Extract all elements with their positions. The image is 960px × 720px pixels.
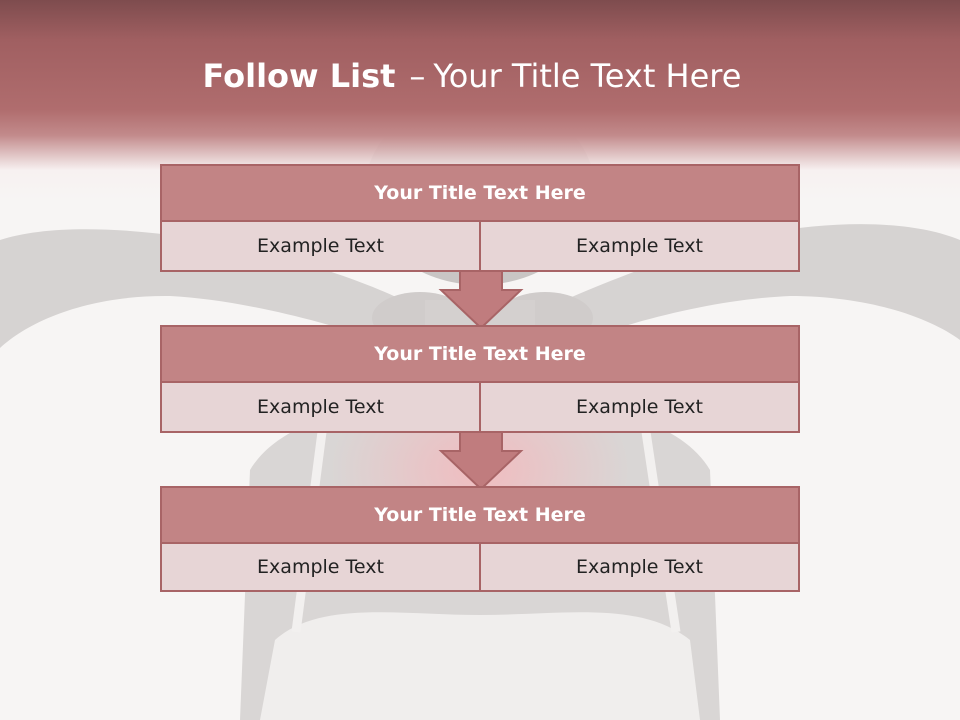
step-row-1: Example Text Example Text xyxy=(160,222,800,272)
down-arrow-icon-2 xyxy=(438,431,524,491)
step-box-2: Your Title Text Here Example Text Exampl… xyxy=(160,325,800,433)
step-left-text-3: Example Text xyxy=(160,544,481,592)
title-bold-part: Follow List xyxy=(202,57,396,95)
step-left-text-2: Example Text xyxy=(160,383,481,433)
step-row-2: Example Text Example Text xyxy=(160,383,800,433)
step-right-text-3: Example Text xyxy=(479,544,800,592)
step-row-3: Example Text Example Text xyxy=(160,544,800,592)
step-right-text-1: Example Text xyxy=(479,222,800,272)
step-title-2: Your Title Text Here xyxy=(160,325,800,383)
step-box-3: Your Title Text Here Example Text Exampl… xyxy=(160,486,800,592)
step-title-3: Your Title Text Here xyxy=(160,486,800,544)
step-right-text-2: Example Text xyxy=(479,383,800,433)
step-box-1: Your Title Text Here Example Text Exampl… xyxy=(160,164,800,272)
step-title-1: Your Title Text Here xyxy=(160,164,800,222)
down-arrow-icon-1 xyxy=(438,270,524,330)
title-separator: – xyxy=(409,57,426,95)
title-rest-part: Your Title Text Here xyxy=(433,57,742,95)
step-left-text-1: Example Text xyxy=(160,222,481,272)
slide-title: Follow List–Your Title Text Here xyxy=(0,54,944,98)
